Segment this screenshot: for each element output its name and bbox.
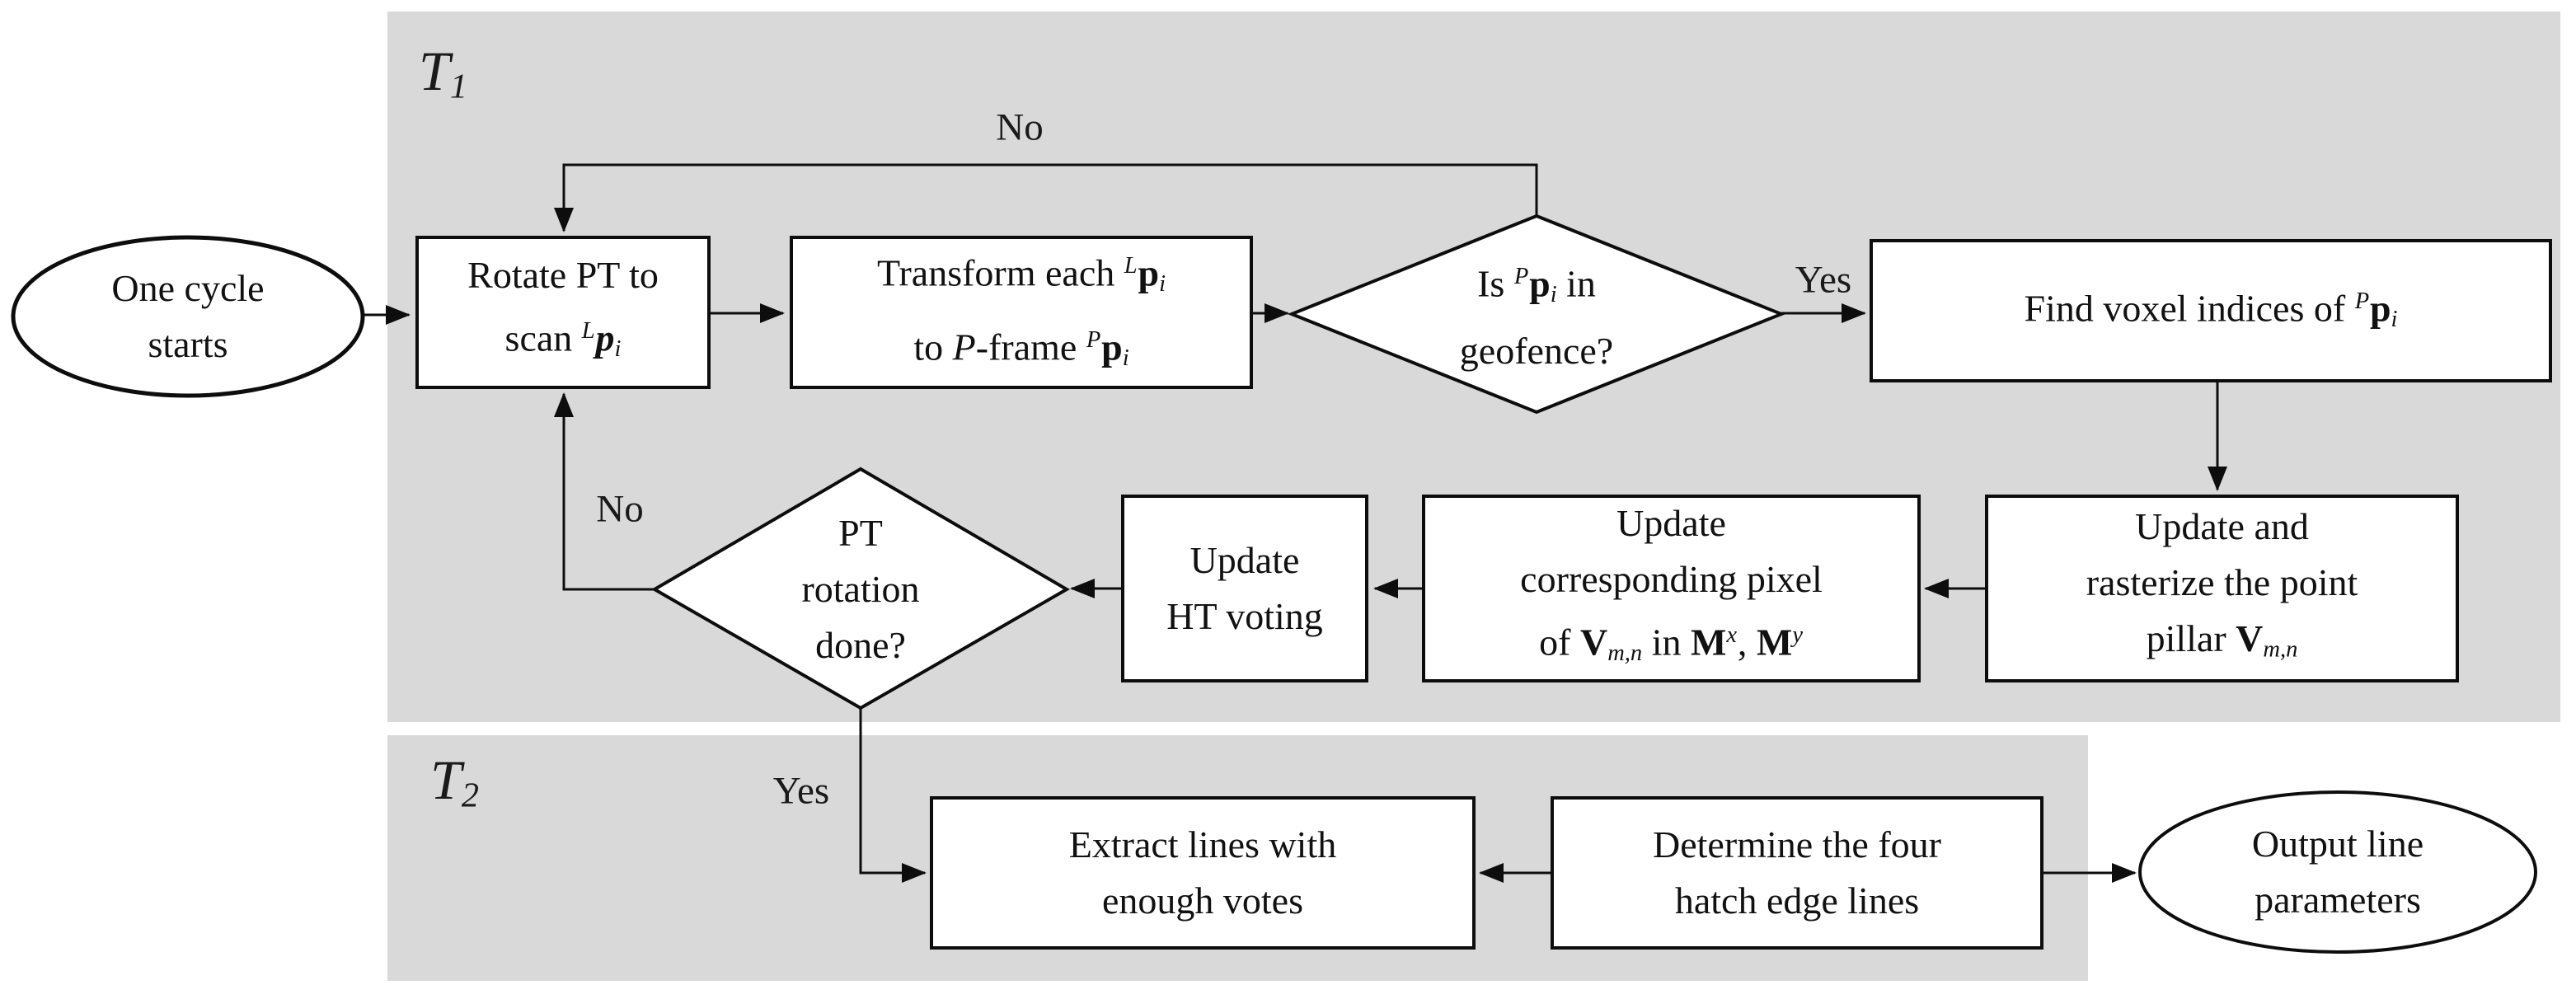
edge-ptdone-no-loop-to-rotate bbox=[554, 392, 655, 591]
label-no-ptdone: No bbox=[596, 487, 644, 531]
region-t1-label: T1 bbox=[419, 40, 467, 106]
geofence-decision-diamond bbox=[1287, 213, 1786, 415]
label-yes-geofence: Yes bbox=[1795, 258, 1852, 302]
start-terminator-ellipse bbox=[11, 235, 365, 398]
label-yes-ptdone: Yes bbox=[772, 769, 830, 813]
output-terminator-ellipse bbox=[2138, 790, 2537, 954]
edge-geofence-no-loop-to-rotate bbox=[554, 163, 1538, 232]
label-no-top: No bbox=[996, 106, 1044, 149]
step-find-voxel-label: Find voxel indices of Ppi bbox=[2024, 287, 2398, 332]
edge-ptdone-yes-to-extract bbox=[859, 708, 927, 883]
region-t2-label: T2 bbox=[430, 748, 479, 815]
pt-rotation-done-decision-diamond bbox=[651, 467, 1070, 711]
step-find-voxel-box: Find voxel indices of Ppi bbox=[1870, 239, 2552, 382]
